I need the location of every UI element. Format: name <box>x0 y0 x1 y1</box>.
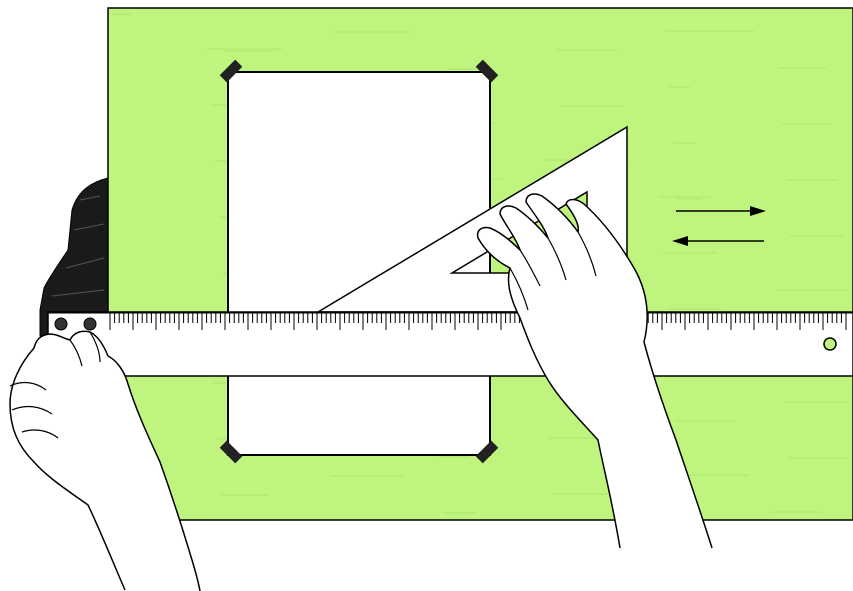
ruler-screw-1 <box>55 318 67 330</box>
ruler-screw-2 <box>84 318 96 330</box>
ruler-hole <box>824 338 836 350</box>
